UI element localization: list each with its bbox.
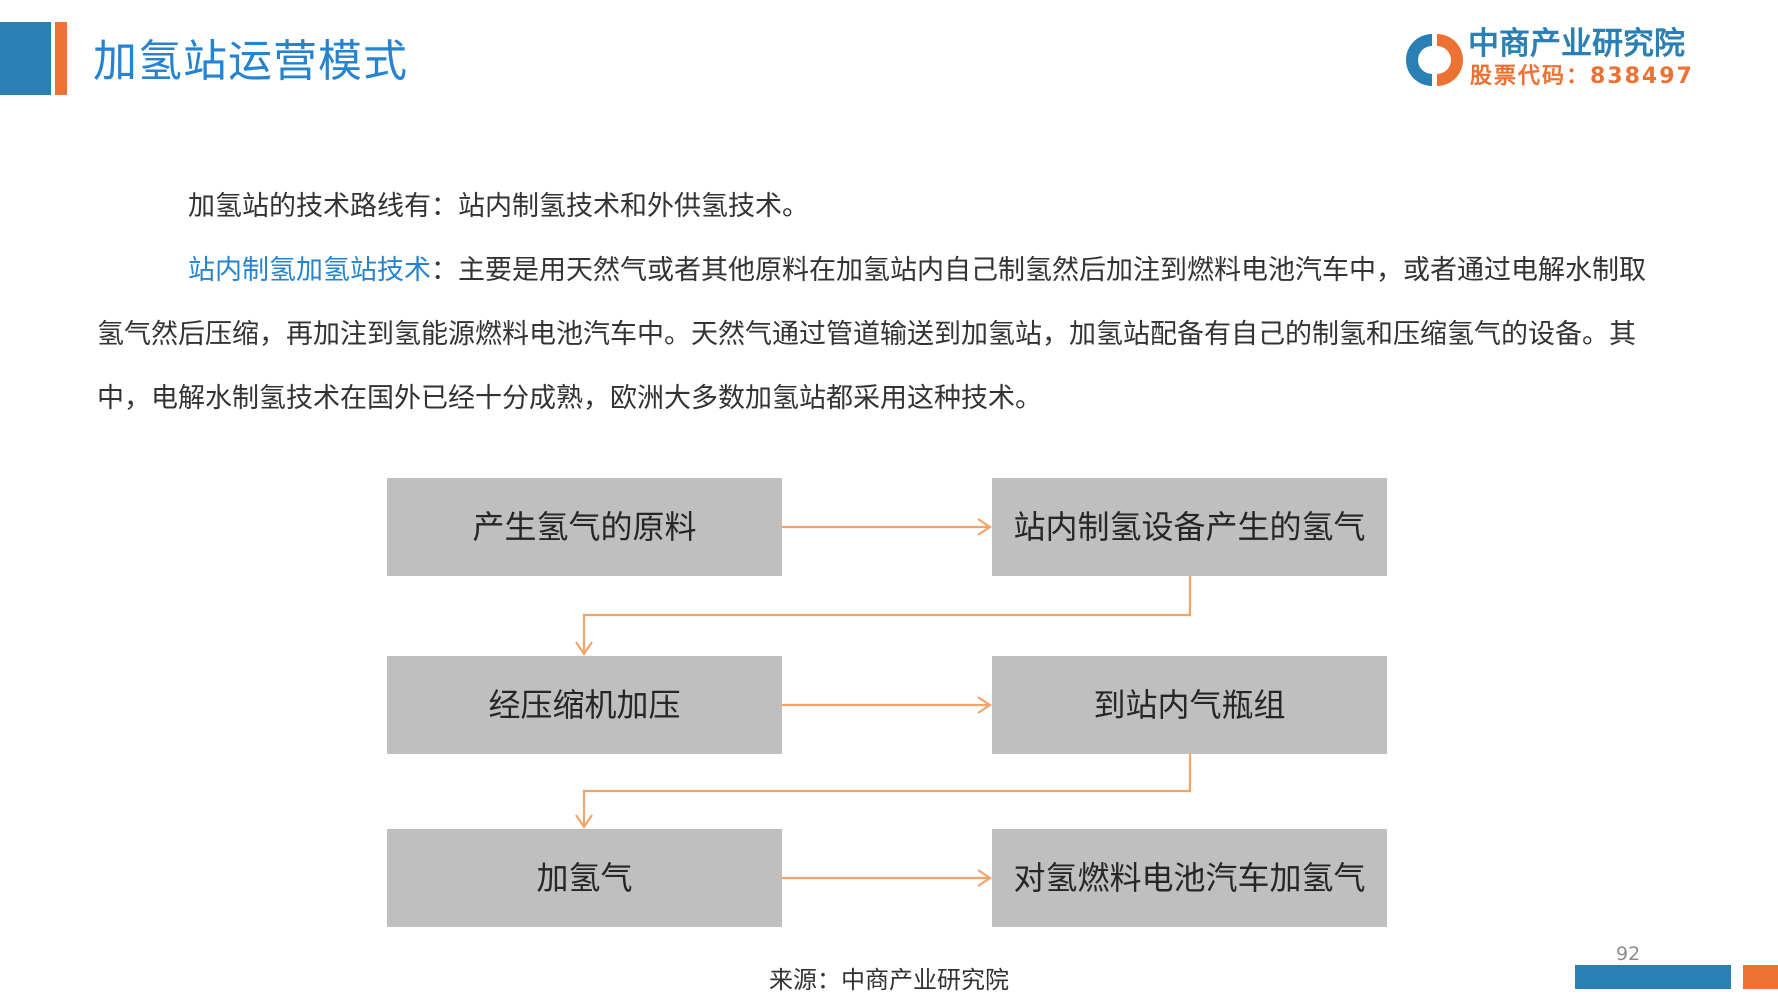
- flow-step-refuel: 加氢气: [387, 829, 782, 927]
- page-title: 加氢站运营模式: [93, 36, 408, 87]
- source-caption: 来源：中商产业研究院: [769, 966, 1009, 994]
- logo-company-name: 中商产业研究院: [1468, 26, 1685, 62]
- paragraph-onsite-tech: 站内制氢加氢站技术：主要是用天然气或者其他原料在加氢站内自己制氢然后加注到燃料电…: [97, 239, 1667, 431]
- header-accent-bar-blue: [0, 22, 51, 95]
- footer-bar-blue: [1575, 965, 1731, 989]
- flow-step-cylinder-group: 到站内气瓶组: [992, 656, 1387, 754]
- page-number: 92: [1616, 943, 1641, 965]
- ci-logo-icon: [1406, 34, 1463, 86]
- paragraph-highlight-term: 站内制氢加氢站技术: [188, 255, 431, 286]
- flow-step-fuel-cell-vehicle: 对氢燃料电池汽车加氢气: [992, 829, 1387, 927]
- flow-step-raw-material: 产生氢气的原料: [387, 478, 782, 576]
- paragraph-body: ：主要是用天然气或者其他原料在加氢站内自己制氢然后加注到燃料电池汽车中，或者通过…: [97, 255, 1646, 414]
- company-logo: 中商产业研究院 股票代码：838497: [1404, 26, 1704, 92]
- paragraph-intro: 加氢站的技术路线有：站内制氢技术和外供氢技术。: [188, 191, 809, 222]
- body-text: 加氢站的技术路线有：站内制氢技术和外供氢技术。 站内制氢加氢站技术：主要是用天然…: [97, 175, 1667, 431]
- flow-step-onsite-hydrogen: 站内制氢设备产生的氢气: [992, 478, 1387, 576]
- footer-bar-orange: [1743, 965, 1778, 989]
- flow-step-compressor: 经压缩机加压: [387, 656, 782, 754]
- header-accent-bar-orange: [55, 22, 67, 95]
- logo-stock-code: 股票代码：838497: [1470, 64, 1694, 89]
